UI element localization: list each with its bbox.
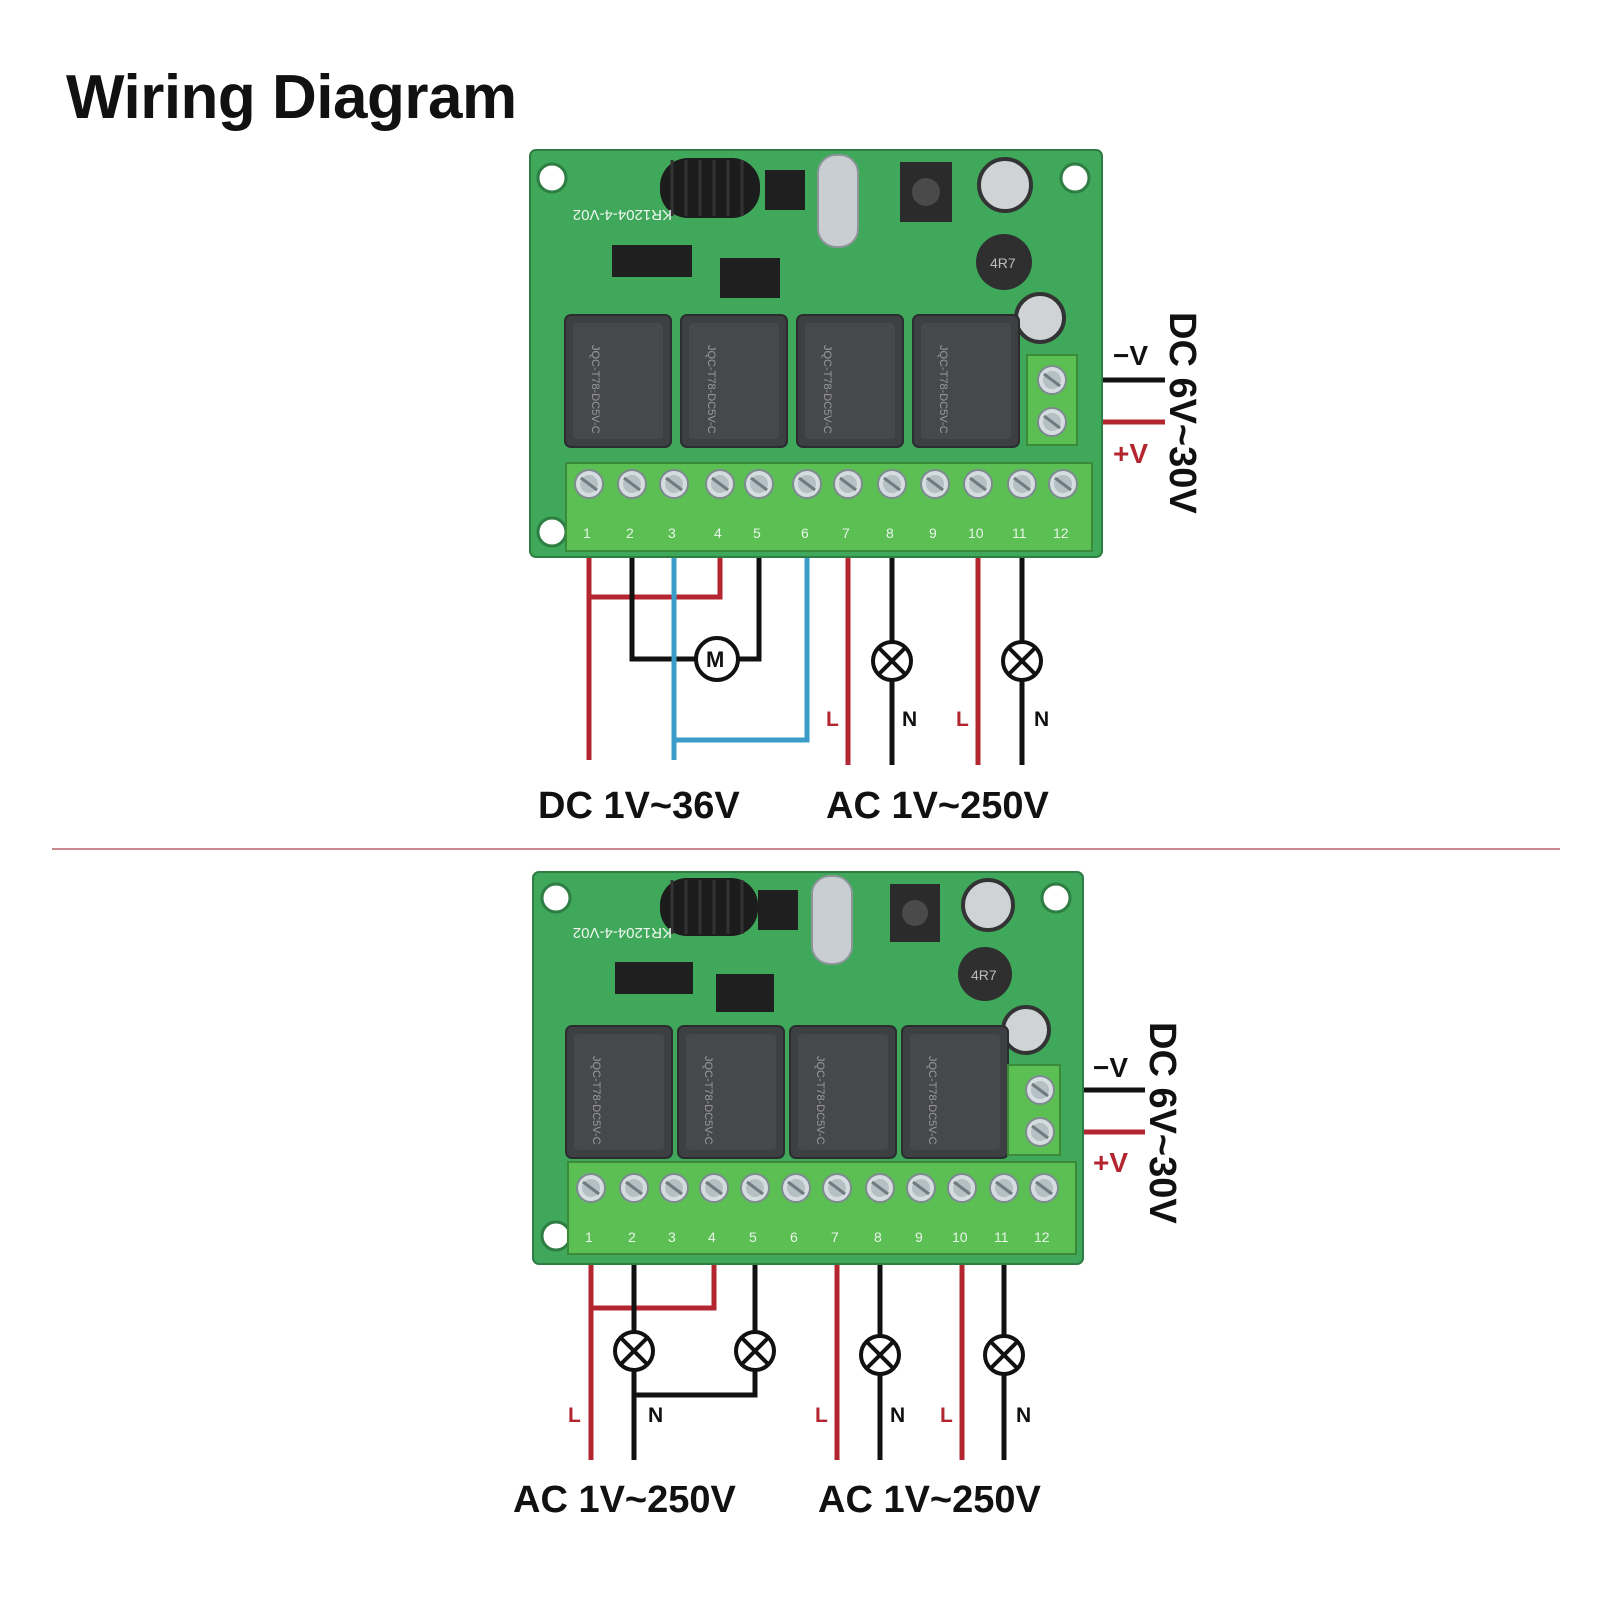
- svg-text:10: 10: [968, 525, 984, 541]
- label-live: L: [815, 1404, 828, 1427]
- power-pos-label: +V: [1093, 1147, 1128, 1178]
- power-label: DC 6V~30V: [1141, 1022, 1183, 1224]
- svg-text:6: 6: [790, 1229, 798, 1245]
- power-terminal: [1026, 354, 1078, 446]
- svg-text:9: 9: [929, 525, 937, 541]
- svg-text:2: 2: [626, 525, 634, 541]
- relay1-text: JQC-T78-DC5V-C: [590, 1056, 602, 1145]
- power-neg-label: −V: [1113, 340, 1148, 371]
- lamp-icon: [983, 1334, 1025, 1376]
- svg-text:5: 5: [749, 1229, 757, 1245]
- motor-icon: M: [694, 636, 740, 682]
- relay4-text: JQC-T78-DC5V-C: [937, 345, 949, 434]
- svg-text:2: 2: [628, 1229, 636, 1245]
- svg-text:12: 12: [1034, 1229, 1050, 1245]
- svg-text:6: 6: [801, 525, 809, 541]
- lamp-icon: [613, 1330, 655, 1372]
- power-neg-label: −V: [1093, 1052, 1128, 1083]
- relay2-text: JQC-T78-DC5V-C: [705, 345, 717, 434]
- ic-u3: [720, 258, 780, 298]
- svg-text:M: M: [706, 647, 724, 672]
- ic-u1: [615, 962, 693, 994]
- inductor-icon: [958, 947, 1012, 1001]
- svg-text:3: 3: [668, 525, 676, 541]
- supply-label-right: AC 1V~250V: [818, 1479, 1042, 1521]
- svg-text:8: 8: [874, 1229, 882, 1245]
- relay-row: JQC-T78-DC5V-C JQC-T78-DC5V-C JQC-T78-DC…: [564, 314, 1020, 448]
- crystal-icon: [811, 875, 853, 965]
- pushbutton-icon: [900, 162, 952, 222]
- relay3-text: JQC-T78-DC5V-C: [814, 1056, 826, 1145]
- capacitor2-icon: [1014, 292, 1066, 344]
- svg-text:9: 9: [915, 1229, 923, 1245]
- page-title: Wiring Diagram: [66, 63, 517, 132]
- lamp-icon: [734, 1330, 776, 1372]
- svg-text:8: 8: [886, 525, 894, 541]
- ic-u1: [612, 245, 692, 277]
- lamp-icon: [1001, 640, 1043, 682]
- relay4-text: JQC-T78-DC5V-C: [926, 1056, 938, 1145]
- label-neutral: N: [902, 708, 917, 731]
- power-label: DC 6V~30V: [1161, 312, 1203, 514]
- label-live: L: [568, 1404, 581, 1427]
- label-live: L: [940, 1404, 953, 1427]
- svg-text:1: 1: [585, 1229, 593, 1245]
- svg-text:5: 5: [753, 525, 761, 541]
- supply-label-right: AC 1V~250V: [826, 785, 1050, 827]
- antenna-icon: [660, 158, 760, 218]
- svg-text:12: 12: [1053, 525, 1069, 541]
- svg-text:4: 4: [708, 1229, 716, 1245]
- power-pos-label: +V: [1113, 438, 1148, 469]
- wire-lamp-neutral-b: [634, 1370, 758, 1398]
- label-live: L: [956, 708, 969, 731]
- section-divider: [52, 848, 1560, 850]
- pushbutton-icon: [890, 884, 940, 942]
- relay-board-top: 4R7 KR1204-4-V02 JQC-T78-DC5V-C JQC-T78-…: [529, 149, 1103, 558]
- supply-label-left: AC 1V~250V: [513, 1479, 737, 1521]
- power-terminal: [1007, 1064, 1061, 1156]
- label-neutral: N: [1016, 1404, 1031, 1427]
- output-terminal-block: 1 2 3 4 5 6 7 8 9 10 11 12: [565, 462, 1093, 552]
- antenna-icon: [660, 878, 758, 936]
- svg-text:10: 10: [952, 1229, 968, 1245]
- svg-text:1: 1: [583, 525, 591, 541]
- relay-board-bottom: 4R7 KR1204-4-V02 JQC-T78-DC5V-C JQC-T78-…: [532, 871, 1084, 1265]
- svg-text:7: 7: [842, 525, 850, 541]
- label-neutral: N: [890, 1404, 905, 1427]
- svg-text:3: 3: [668, 1229, 676, 1245]
- relay1-text: JQC-T78-DC5V-C: [589, 345, 601, 434]
- label-neutral: N: [648, 1404, 663, 1427]
- supply-label-left: DC 1V~36V: [538, 785, 740, 827]
- relay-row: JQC-T78-DC5V-C JQC-T78-DC5V-C JQC-T78-DC…: [565, 1025, 1009, 1159]
- silk-4r7: 4R7: [971, 967, 997, 983]
- inductor-icon: [976, 234, 1032, 290]
- svg-text:11: 11: [994, 1229, 1009, 1245]
- ic-u2: [758, 890, 798, 930]
- ic-u2: [765, 170, 805, 210]
- capacitor-icon: [977, 157, 1033, 213]
- lamp-icon: [871, 640, 913, 682]
- relay3-text: JQC-T78-DC5V-C: [821, 345, 833, 434]
- svg-text:7: 7: [831, 1229, 839, 1245]
- relay2-text: JQC-T78-DC5V-C: [702, 1056, 714, 1145]
- crystal-icon: [817, 154, 859, 248]
- capacitor2-icon: [1001, 1005, 1051, 1055]
- svg-text:11: 11: [1012, 525, 1027, 541]
- capacitor-icon: [961, 878, 1015, 932]
- label-live: L: [826, 708, 839, 731]
- wire-pin6-dc: [674, 492, 810, 743]
- label-neutral: N: [1034, 708, 1049, 731]
- board-model: KR1204-4-V02: [573, 924, 672, 941]
- bottom-diagram: 4R7 KR1204-4-V02 JQC-T78-DC5V-C JQC-T78-…: [513, 871, 1183, 1521]
- output-terminal-block: 1 2 3 4 5 6 7 8 9 10 11 12: [567, 1161, 1077, 1255]
- top-diagram: 4R7 KR1204-4-V02 JQC-T78-DC5V-C JQC-T78-…: [529, 149, 1203, 827]
- lamp-icon: [859, 1334, 901, 1376]
- silk-4r7: 4R7: [990, 255, 1016, 271]
- svg-text:4: 4: [714, 525, 722, 541]
- ic-u3: [716, 974, 774, 1012]
- board-model: KR1204-4-V02: [573, 206, 672, 223]
